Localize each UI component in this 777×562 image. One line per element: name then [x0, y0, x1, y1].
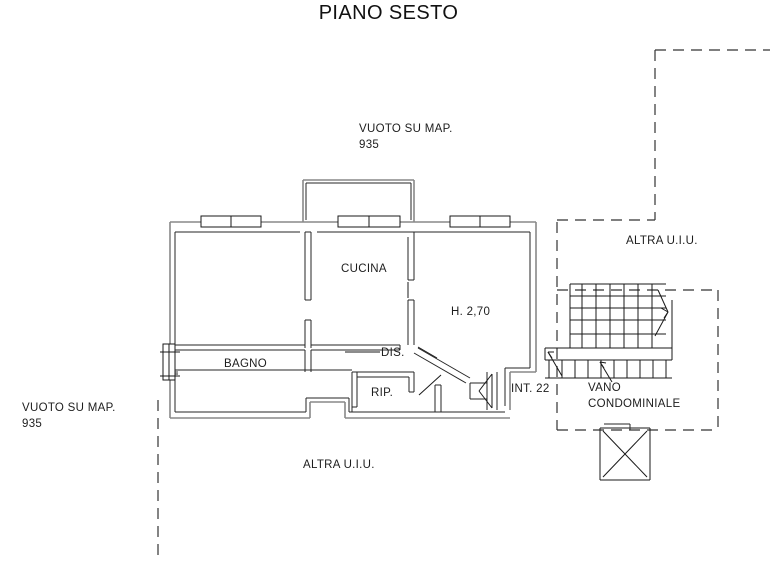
window-top-center	[337, 215, 401, 228]
window-top-left	[200, 215, 262, 228]
label-void-top-line1: VUOTO SU MAP.	[359, 123, 453, 135]
wall-corner-ticks	[305, 231, 471, 408]
elevator-shaft	[599, 423, 651, 481]
label-interior-number: INT. 22	[511, 383, 550, 395]
label-void-left-line1: VUOTO SU MAP.	[22, 402, 116, 414]
balcony-outline	[302, 179, 415, 222]
label-other-unit-right: ALTRA U.I.U.	[626, 235, 698, 247]
label-common-space: VANO CONDOMINIALE	[588, 380, 680, 412]
room-label-cucina: CUCINA	[341, 263, 387, 275]
label-common-space-line2: CONDOMINIALE	[588, 398, 681, 410]
label-void-top-line2: 935	[359, 139, 380, 151]
room-label-dis: DIS.	[381, 347, 405, 359]
door-swing-corridor	[417, 346, 438, 359]
page-title: PIANO SESTO	[318, 2, 459, 24]
label-void-left: VUOTO SU MAP. 935	[22, 400, 116, 432]
boundary-dashed-right	[557, 49, 770, 221]
door-swing-rip	[418, 374, 442, 396]
label-height-note: H. 2,70	[451, 306, 491, 318]
staircase	[544, 283, 673, 383]
window-left-bagno	[160, 343, 180, 381]
room-label-rip: RIP.	[371, 387, 394, 399]
label-void-top: VUOTO SU MAP. 935	[359, 121, 453, 153]
label-void-left-line2: 935	[22, 418, 43, 430]
interior-walls	[175, 232, 471, 412]
room-label-bagno: BAGNO	[224, 358, 268, 370]
label-common-space-line1: VANO	[588, 382, 621, 394]
label-other-unit-bottom: ALTRA U.I.U.	[303, 459, 375, 471]
entrance-door-int22	[470, 372, 498, 410]
window-top-right	[449, 215, 511, 228]
